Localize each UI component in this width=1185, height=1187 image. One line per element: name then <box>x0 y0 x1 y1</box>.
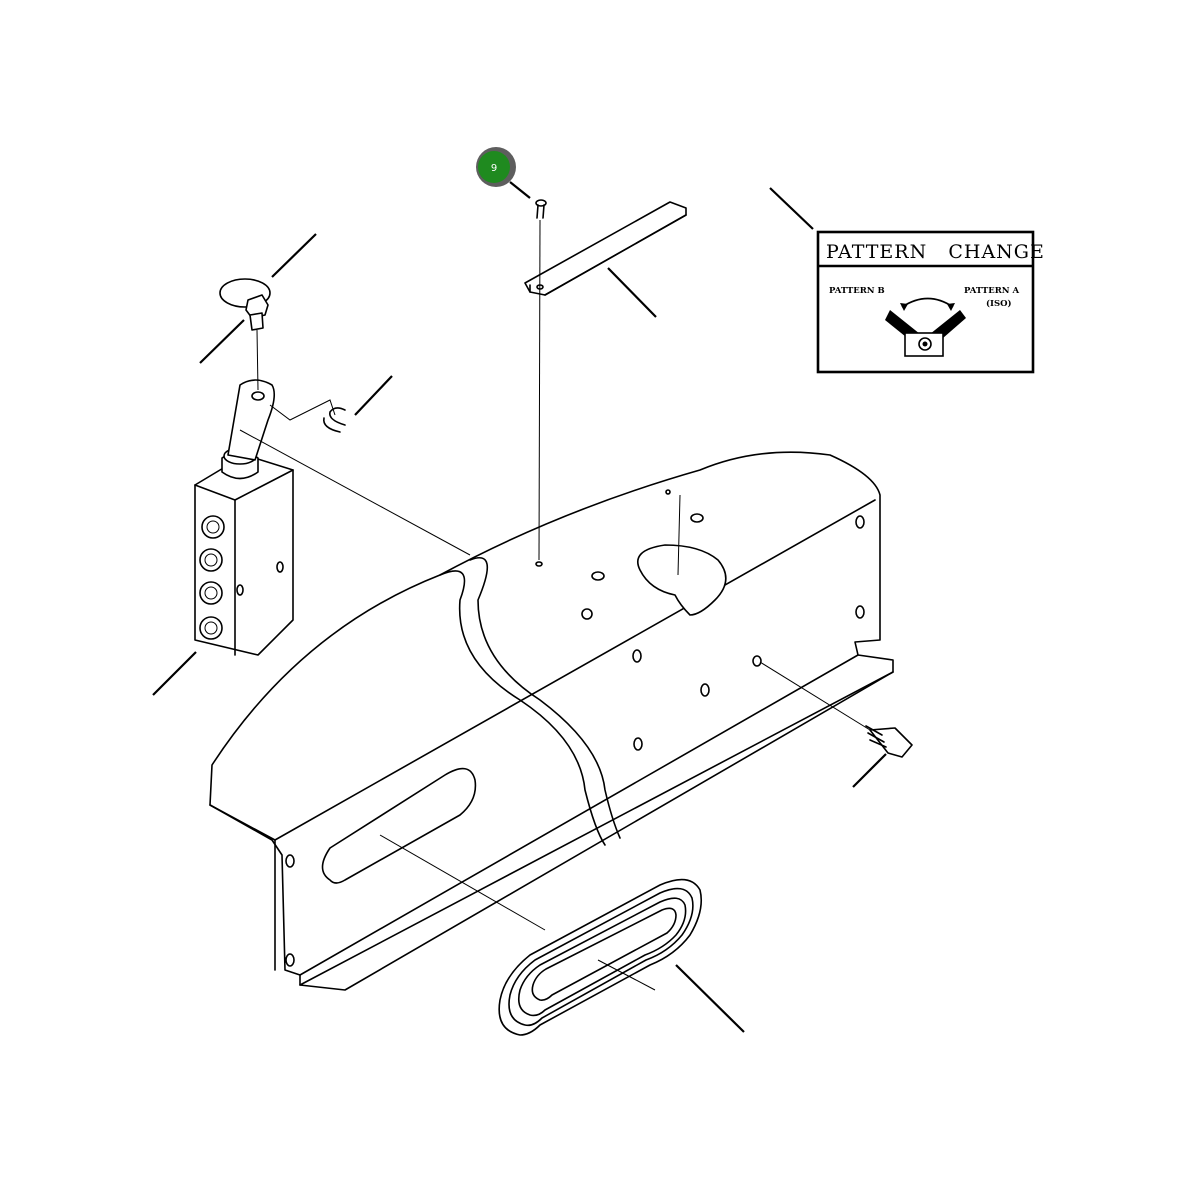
callout-9[interactable]: 9 <box>476 147 516 187</box>
bracket-strap <box>524 201 687 296</box>
decal-left-label: PATTERN B <box>829 286 885 296</box>
assembly-lines <box>239 219 871 991</box>
valve-block <box>194 447 294 656</box>
callout-number: 9 <box>491 163 497 174</box>
lock-pin <box>219 278 271 331</box>
decal-right-label: PATTERN A <box>964 286 1020 296</box>
retaining-clip <box>323 407 346 433</box>
leader-lines <box>152 181 887 1033</box>
callout-badge <box>478 151 510 183</box>
mounting-bolt <box>865 725 913 758</box>
console-plate <box>209 451 894 991</box>
grommet-seal <box>498 878 703 1036</box>
decal-right-sublabel: (ISO) <box>986 298 1012 309</box>
selector-lever <box>227 379 276 461</box>
decal-title: PATTERN CHANGE <box>826 241 1045 263</box>
pattern-change-decal: PATTERN CHANGE PATTERN B PATTERN A (ISO) <box>816 230 1045 374</box>
screw <box>535 199 547 219</box>
